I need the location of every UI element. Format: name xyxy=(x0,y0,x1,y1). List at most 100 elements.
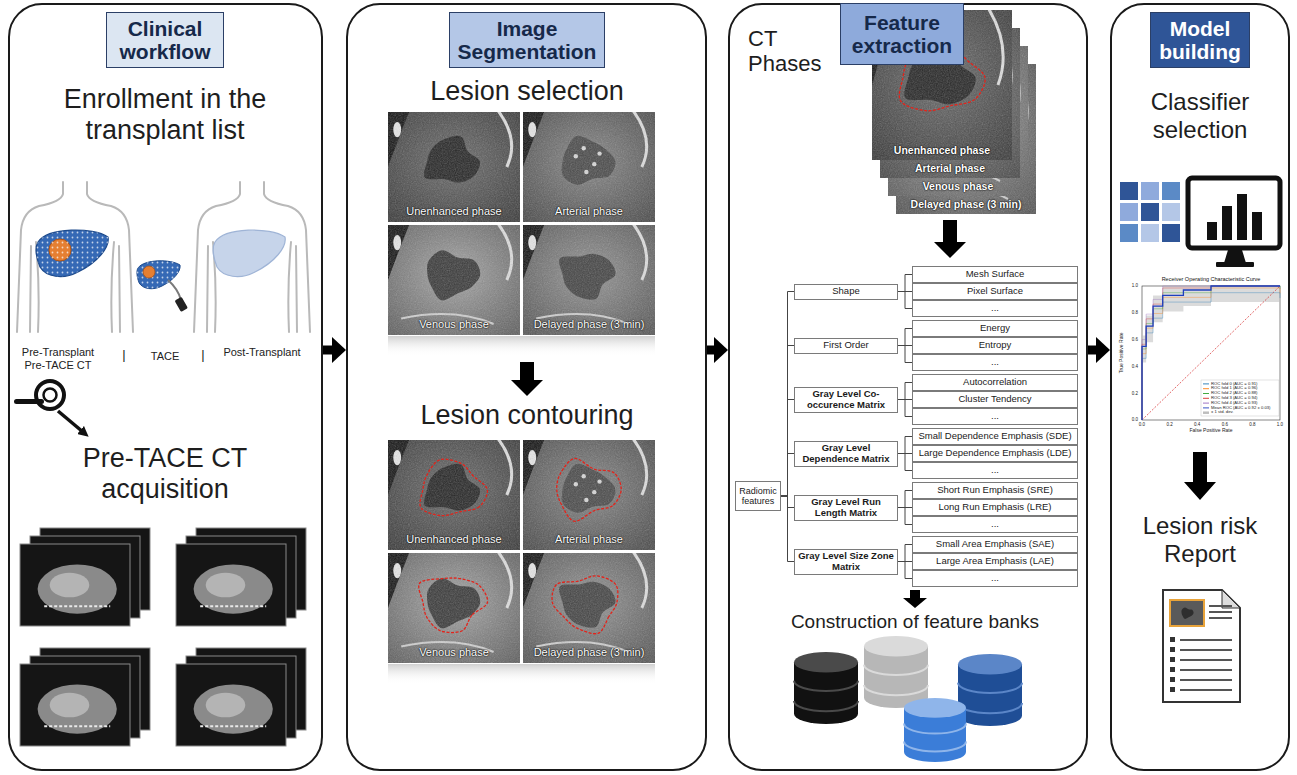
report-text-line xyxy=(1180,689,1232,691)
tree-branch xyxy=(898,508,912,525)
ct-noise xyxy=(523,112,655,222)
lesion-contour xyxy=(557,458,621,521)
panel-heading: Lesion risk Report xyxy=(1114,512,1286,567)
ct-background xyxy=(388,553,520,663)
feature-text: Small Area Emphasis (SAE) xyxy=(916,539,1074,550)
slice-spine xyxy=(44,725,110,727)
ct-image xyxy=(388,225,520,335)
ct-noise xyxy=(523,225,655,335)
bar xyxy=(1207,222,1217,240)
tree-branch xyxy=(781,496,794,562)
slice-spine xyxy=(200,605,266,607)
flow-arrow xyxy=(323,346,336,355)
slice-body xyxy=(194,565,273,614)
flow-arrow xyxy=(903,590,927,608)
feature-box: Cluster Tendency xyxy=(912,391,1078,408)
flow-arrow xyxy=(1184,452,1216,500)
feature-text: Pixel Surface xyxy=(916,286,1074,297)
tree-branch xyxy=(898,346,912,363)
monitor xyxy=(1188,178,1280,248)
tree-branch xyxy=(898,437,912,454)
roc-chance-line xyxy=(1142,286,1280,420)
feature-class-box: Gray Level Run Length Matrix xyxy=(794,495,898,521)
header-text: Clinical workflow xyxy=(113,17,217,63)
roc-fold-curve xyxy=(1142,286,1280,420)
report-bullet xyxy=(1170,637,1175,642)
feature-text: Gray Level Dependence Matrix xyxy=(798,443,894,465)
phase-label: Delayed phase (3 min) xyxy=(525,318,653,331)
roc-legend-box xyxy=(1201,380,1279,416)
timeline-label: Pre-Transplant xyxy=(12,346,104,359)
scanner-ring xyxy=(36,381,64,409)
ct-background xyxy=(523,112,655,222)
feature-text: ... xyxy=(916,411,1074,422)
phase-label: Unenhanced phase xyxy=(390,533,518,546)
tree-branch xyxy=(898,329,912,346)
tree-branch xyxy=(898,491,912,508)
feature-text: Long Run Emphasis (LRE) xyxy=(916,502,1074,513)
database-band xyxy=(904,742,966,752)
database-top xyxy=(794,652,858,672)
slice-body xyxy=(38,565,117,614)
slice-body xyxy=(38,685,117,734)
roc-legend-sample xyxy=(1203,383,1209,384)
tick-label: 0.2 xyxy=(1122,391,1138,396)
tumor-texture xyxy=(49,239,71,261)
database-top xyxy=(904,698,966,718)
tick-label: 0.0 xyxy=(1134,422,1150,427)
feature-box: Entropy xyxy=(912,337,1078,354)
bar xyxy=(1237,194,1247,240)
tree-branch xyxy=(898,454,912,471)
feature-text: Shape xyxy=(798,286,894,297)
phase-label: Delayed phase (3 min) xyxy=(898,198,1034,210)
tree-branch xyxy=(781,400,794,497)
ct-background xyxy=(523,225,655,335)
feature-text: Energy xyxy=(916,323,1074,334)
classifier-grid-cell xyxy=(1141,203,1159,221)
tick-label: 0.8 xyxy=(1244,422,1260,427)
database-top xyxy=(864,636,928,656)
panel-heading: Classifier selection xyxy=(1114,88,1286,143)
slice-spine xyxy=(200,725,266,727)
panel-heading: Lesion contouring xyxy=(357,400,697,431)
ct-slice xyxy=(20,544,130,626)
classifier-grid-cell xyxy=(1162,203,1180,221)
tree-branch xyxy=(898,400,912,417)
roc-fold-curve xyxy=(1142,286,1280,420)
chart-legend-entry: ± 1 std. dev. xyxy=(1211,410,1277,415)
feature-class-box: First Order xyxy=(794,338,898,354)
ct-image xyxy=(388,112,520,222)
report-text-line xyxy=(1209,605,1232,607)
tick-label: 1.0 xyxy=(1122,283,1138,288)
header-text: Image Segmentation xyxy=(456,17,598,63)
slice-organ xyxy=(206,573,246,598)
lesion-contour xyxy=(419,578,488,633)
lesion-contour xyxy=(420,459,487,516)
feature-box: ... xyxy=(912,516,1078,533)
image-reflection xyxy=(388,336,655,356)
feature-box: ... xyxy=(912,300,1078,317)
catheter xyxy=(168,280,181,300)
header-text: Feature extraction xyxy=(847,11,957,57)
roc-fold-curve xyxy=(1142,286,1280,420)
liver-texture xyxy=(36,230,108,277)
feature-text: Entropy xyxy=(916,340,1074,351)
ct-slice xyxy=(176,544,286,626)
tree-branch xyxy=(898,292,912,309)
feature-box: Large Dependence Emphasis (LDE) xyxy=(912,445,1078,462)
phase-label: Unenhanced phase xyxy=(874,144,1010,156)
slice-organ xyxy=(50,573,90,598)
ct-slice xyxy=(20,664,130,746)
feature-class-box: Gray Level Co-occurence Matrix xyxy=(794,387,898,413)
stage-panel: Lesion selectionLesion contouringImage S… xyxy=(346,3,707,771)
database-band xyxy=(864,685,928,695)
report-thumbnail-lesion xyxy=(1181,608,1193,619)
tree-branch xyxy=(781,292,794,497)
panel-heading: Construction of feature banks xyxy=(745,611,1085,633)
panel-header: Model building xyxy=(1150,12,1250,68)
roc-plot-area xyxy=(1142,286,1280,420)
report-page xyxy=(1163,590,1240,702)
feature-text: Mesh Surface xyxy=(916,269,1074,280)
ct-noise xyxy=(523,553,655,663)
